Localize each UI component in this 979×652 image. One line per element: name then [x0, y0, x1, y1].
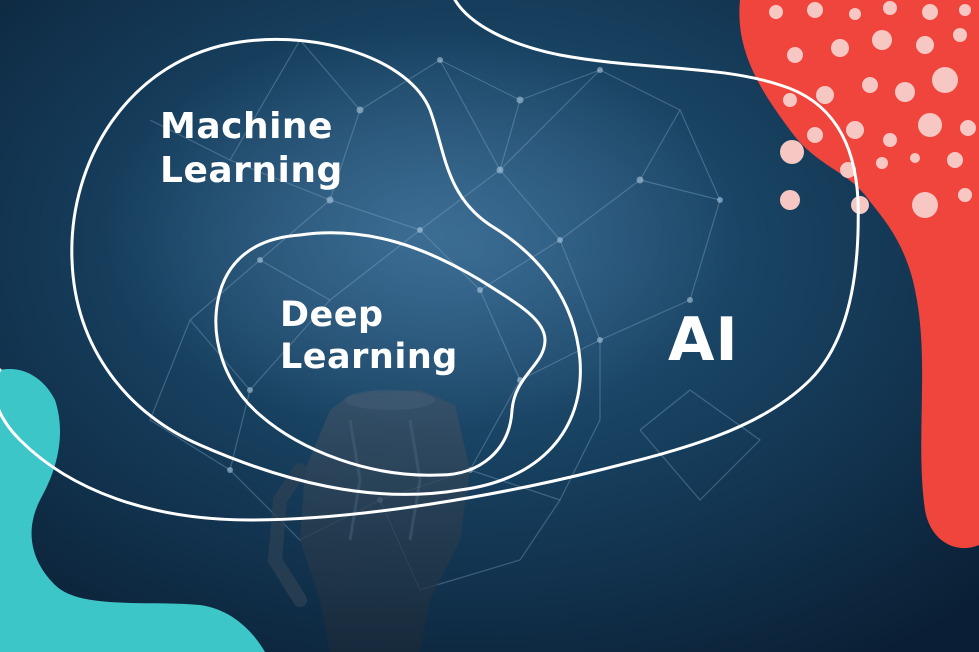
teal-blob [0, 369, 265, 652]
ai-label: AI [668, 305, 739, 375]
robot-silhouette [267, 390, 470, 652]
deep-learning-region-outline [214, 231, 547, 477]
deep-learning-label-line-1: Deep [280, 295, 384, 335]
coral-blob [739, 0, 979, 549]
machine-learning-label-line-1: Machine [160, 106, 333, 147]
ai-region-outline [0, 0, 860, 522]
machine-learning-label-line-2: Learning [160, 150, 343, 191]
deep-learning-label-line-2: Learning [280, 337, 458, 377]
machine-learning-region-outline [70, 37, 582, 496]
coral-dots [769, 1, 976, 218]
